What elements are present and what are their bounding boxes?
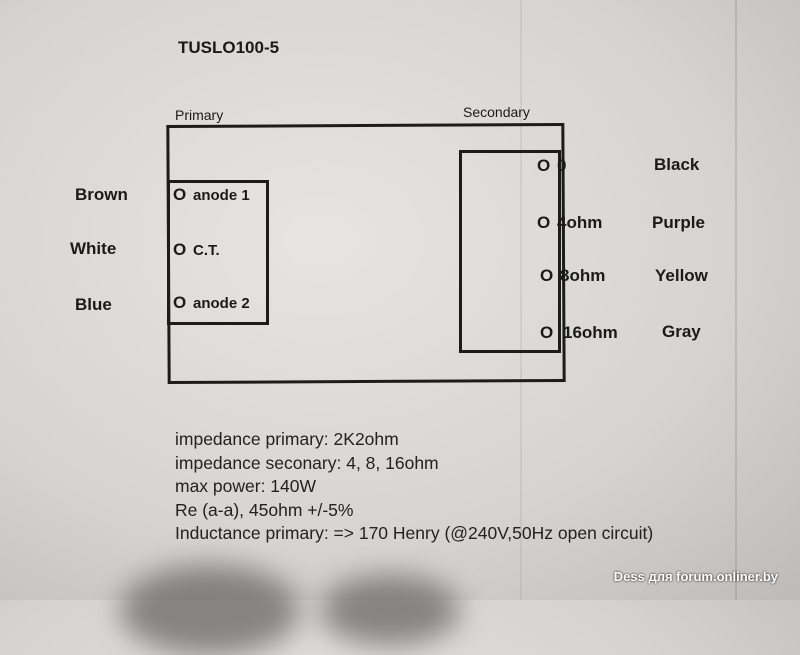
tap-label-8ohm: 8ohm (560, 266, 606, 285)
paper-crease (520, 0, 522, 600)
terminal: O (173, 293, 187, 312)
primary-winding-box (167, 180, 269, 325)
spec-line: impedance seconary: 4, 8, 16ohm (175, 452, 439, 473)
spec-line: impedance primary: 2K2ohm (175, 429, 399, 449)
secondary-label: Secondary (463, 104, 530, 120)
tap-label-4ohm: 4ohm (557, 213, 603, 232)
watermark: Dess для forum.onliner.by (613, 569, 778, 584)
wire-color-white: White (70, 239, 117, 258)
terminal: O (540, 266, 554, 285)
terminal-label-anode2: anode 2 (193, 295, 250, 312)
spec-line: Inductance primary: => 170 Henry (@240V,… (175, 523, 654, 543)
terminal: O (173, 240, 187, 259)
paper-crease (735, 0, 737, 600)
terminal-label-ct: C.T. (193, 242, 220, 259)
wire-color-purple: Purple (652, 213, 705, 232)
hand-shadow (320, 575, 460, 645)
document-title: TUSLO100-5 (178, 38, 280, 57)
wire-color-brown: Brown (75, 185, 128, 204)
primary-label: Primary (175, 107, 224, 123)
secondary-winding-box (459, 150, 561, 353)
terminal: O (173, 185, 187, 204)
specifications: impedance primary: 2K2ohm impedance seco… (175, 428, 653, 546)
wire-color-yellow: Yellow (655, 266, 708, 285)
tap-label-16ohm: 16ohm (563, 323, 618, 342)
wire-color-gray: Gray (662, 322, 701, 341)
spec-line: max power: 140W (175, 476, 317, 496)
terminal: O (537, 213, 551, 232)
spec-line: Re (a-a), 45ohm +/-5% (175, 499, 354, 520)
terminal: O (540, 323, 554, 342)
tap-label-0: 0 (557, 156, 567, 175)
terminal: O (537, 156, 551, 175)
hand-shadow (120, 565, 300, 655)
wire-color-black: Black (654, 155, 700, 174)
wire-color-blue: Blue (75, 295, 112, 314)
terminal-label-anode1: anode 1 (193, 187, 250, 204)
